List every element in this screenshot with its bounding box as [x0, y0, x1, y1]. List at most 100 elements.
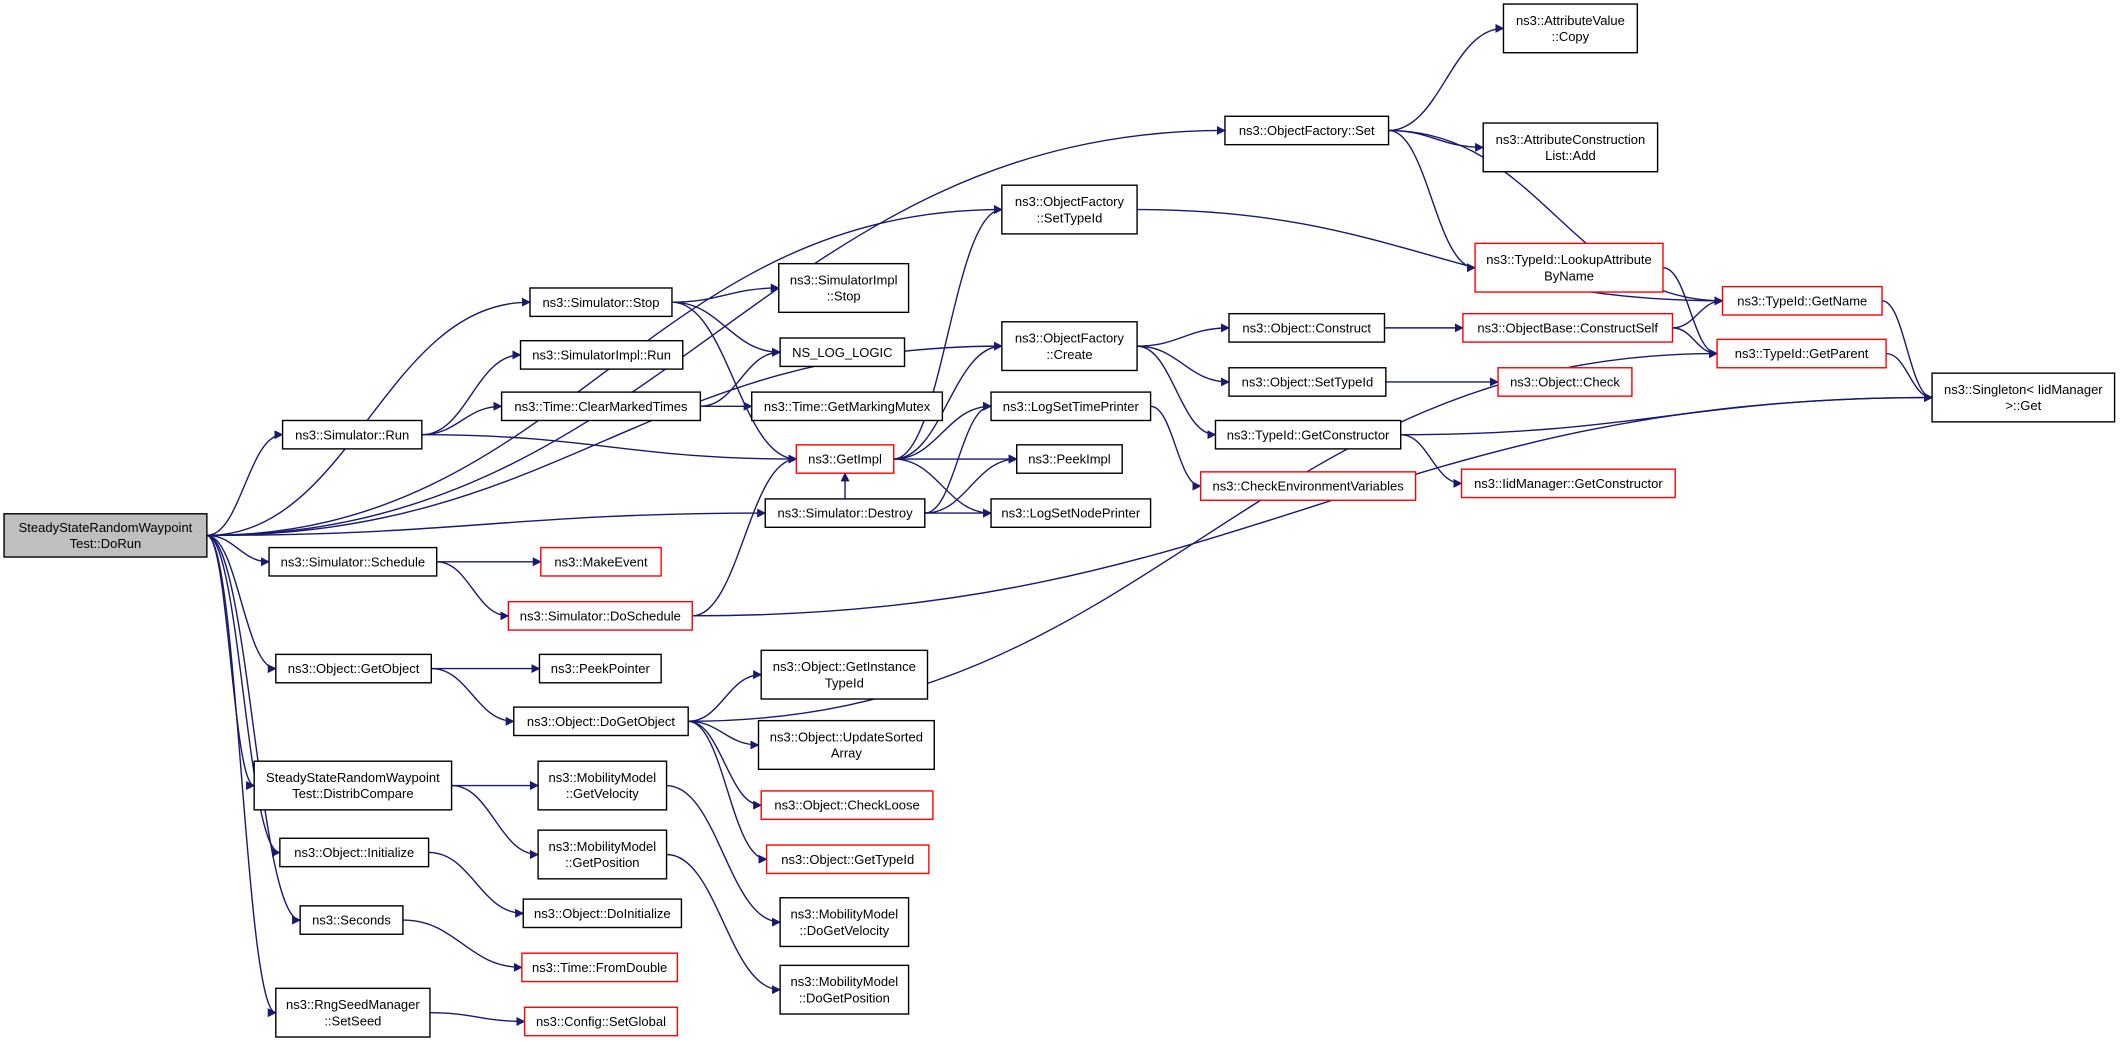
node-typeid-get-constructor[interactable]: ns3::TypeId::GetConstructor: [1214, 419, 1402, 450]
node-simimpl-run[interactable]: ns3::SimulatorImpl::Run: [519, 340, 684, 370]
node-box: [1228, 367, 1387, 397]
node-do-get-position[interactable]: ns3::MobilityModel::DoGetPosition: [779, 964, 910, 1015]
node-label: ::Stop: [827, 289, 861, 304]
node-of-create[interactable]: ns3::ObjectFactory::Create: [1001, 321, 1138, 372]
node-check-env-vars[interactable]: ns3::CheckEnvironmentVariables: [1199, 471, 1417, 501]
node-box: [1001, 184, 1138, 235]
node-obj-get-typeid[interactable]: ns3::Object::GetTypeId: [765, 844, 930, 875]
node-from-double[interactable]: ns3::Time::FromDouble: [521, 952, 679, 983]
node-label: ns3::Time::ClearMarkedTimes: [514, 399, 688, 414]
node-peek-impl[interactable]: ns3::PeekImpl: [1016, 444, 1123, 474]
node-box: [500, 391, 702, 422]
edge-sim-stop-to-get-impl: [671, 301, 798, 464]
node-of-set[interactable]: ns3::ObjectFactory::Set: [1224, 115, 1390, 146]
node-label: ns3::MobilityModel: [549, 770, 657, 785]
node-label: ns3::Simulator::Run: [295, 427, 409, 442]
node-label: SteadyStateRandomWaypoint: [19, 520, 193, 535]
edge-sim-stop-to-simimpl-stop: [671, 283, 780, 303]
node-singleton-get[interactable]: ns3::Singleton< IidManager >::Get: [1931, 372, 2116, 423]
node-label: ns3::TypeId::GetParent: [1735, 346, 1869, 361]
node-get-velocity[interactable]: ns3::MobilityModel::GetVelocity: [537, 760, 668, 811]
node-label: ns3::CheckEnvironmentVariables: [1212, 479, 1404, 494]
node-obj-doinitialize[interactable]: ns3::Object::DoInitialize: [522, 898, 683, 929]
node-config-setglobal[interactable]: ns3::Config::SetGlobal: [523, 1006, 679, 1037]
node-get-marking-mutex[interactable]: ns3::Time::GetMarkingMutex: [751, 391, 944, 422]
node-attr-copy[interactable]: ns3::AttributeValue::Copy: [1502, 3, 1639, 54]
edge-of-create-to-typeid-get-constructor: [1137, 345, 1217, 440]
node-box: [1001, 321, 1138, 372]
node-obj-construct[interactable]: ns3::Object::Construct: [1228, 312, 1386, 343]
node-label: ::SetSeed: [324, 1013, 381, 1028]
edge-set-seed-to-config-setglobal: [429, 1011, 526, 1026]
node-sim-destroy[interactable]: ns3::Simulator::Destroy: [764, 498, 926, 528]
node-clear-marked[interactable]: ns3::Time::ClearMarkedTimes: [500, 391, 702, 422]
node-iidmgr-get-constructor[interactable]: ns3::IidManager::GetConstructor: [1460, 468, 1676, 499]
node-distrib-compare[interactable]: SteadyStateRandomWaypointTest::DistribCo…: [253, 760, 453, 811]
node-box: [990, 498, 1152, 528]
edge-do-get-object-to-update-sorted: [688, 720, 760, 750]
node-make-event[interactable]: ns3::MakeEvent: [540, 546, 662, 577]
node-sim-run[interactable]: ns3::Simulator::Run: [281, 419, 423, 450]
node-box: [779, 964, 910, 1015]
node-get-object[interactable]: ns3::Object::GetObject: [275, 653, 433, 684]
node-get-position[interactable]: ns3::MobilityModel::GetPosition: [537, 829, 668, 880]
node-label: ns3::Simulator::Stop: [542, 295, 659, 310]
node-label: ns3::MobilityModel: [791, 907, 899, 922]
edge-root-to-of-set: [206, 125, 1226, 537]
node-do-get-object[interactable]: ns3::Object::DoGetObject: [513, 706, 689, 737]
node-label: ::DoGetVelocity: [800, 923, 890, 938]
node-obj-check[interactable]: ns3::Object::Check: [1497, 367, 1633, 397]
node-ns-log-logic[interactable]: NS_LOG_LOGIC: [779, 337, 906, 368]
node-check-loose[interactable]: ns3::Object::CheckLoose: [760, 790, 934, 821]
node-do-get-velocity[interactable]: ns3::MobilityModel::DoGetVelocity: [779, 897, 910, 948]
node-get-impl[interactable]: ns3::GetImpl: [795, 444, 895, 474]
node-seconds[interactable]: ns3::Seconds: [299, 905, 404, 935]
node-objbase-construct-self[interactable]: ns3::ObjectBase::ConstructSelf: [1462, 312, 1674, 343]
edge-distrib-compare-to-get-position: [451, 784, 540, 859]
node-do-schedule[interactable]: ns3::Simulator::DoSchedule: [507, 600, 693, 631]
node-box: [1214, 419, 1402, 450]
node-label: ns3::IidManager::GetConstructor: [1474, 476, 1663, 491]
node-box: [3, 513, 208, 558]
node-typeid-get-parent[interactable]: ns3::TypeId::GetParent: [1716, 338, 1887, 369]
node-box: [1224, 115, 1390, 146]
node-label: TypeId: [825, 675, 864, 690]
edge-do-schedule-to-get-impl: [692, 454, 798, 617]
node-typeid-get-name[interactable]: ns3::TypeId::GetName: [1721, 285, 1883, 316]
edge-get-impl-to-log-set-node-printer: [893, 458, 992, 518]
node-label: ::Copy: [1552, 29, 1590, 44]
edge-root-to-sim-destroy: [206, 508, 767, 537]
node-simimpl-stop[interactable]: ns3::SimulatorImpl::Stop: [778, 262, 910, 314]
node-box: [765, 844, 930, 875]
node-box: [795, 444, 895, 474]
node-label: ns3::Object::GetInstance: [773, 659, 916, 674]
node-box: [764, 498, 926, 528]
node-label: ::Create: [1046, 347, 1092, 362]
node-of-set-typeid[interactable]: ns3::ObjectFactory::SetTypeId: [1001, 184, 1138, 235]
edge-root-to-get-object: [206, 534, 277, 674]
node-obj-set-typeid[interactable]: ns3::Object::SetTypeId: [1228, 367, 1387, 397]
node-box: [299, 905, 404, 935]
node-peek-pointer[interactable]: ns3::PeekPointer: [538, 653, 662, 684]
node-obj-initialize[interactable]: ns3::Object::Initialize: [279, 837, 430, 868]
node-label: ns3::LogSetNodePrinter: [1001, 506, 1140, 521]
node-label: ns3::MakeEvent: [554, 554, 648, 569]
node-box: [513, 706, 689, 737]
node-box: [990, 391, 1152, 422]
node-label: ns3::TypeId::GetName: [1737, 293, 1867, 308]
edge-obj-initialize-to-obj-doinitialize: [428, 851, 525, 918]
node-log-set-time-printer[interactable]: ns3::LogSetTimePrinter: [990, 391, 1152, 422]
node-sim-stop[interactable]: ns3::Simulator::Stop: [529, 287, 673, 318]
node-set-seed[interactable]: ns3::RngSeedManager::SetSeed: [275, 987, 431, 1038]
node-box: [760, 790, 934, 821]
node-sim-schedule[interactable]: ns3::Simulator::Schedule: [268, 546, 438, 577]
node-label: Array: [831, 746, 863, 761]
edge-typeid-get-constructor-to-singleton-get: [1400, 393, 1933, 436]
edge-root-to-sim-run: [206, 430, 284, 537]
node-log-set-node-printer[interactable]: ns3::LogSetNodePrinter: [990, 498, 1152, 528]
